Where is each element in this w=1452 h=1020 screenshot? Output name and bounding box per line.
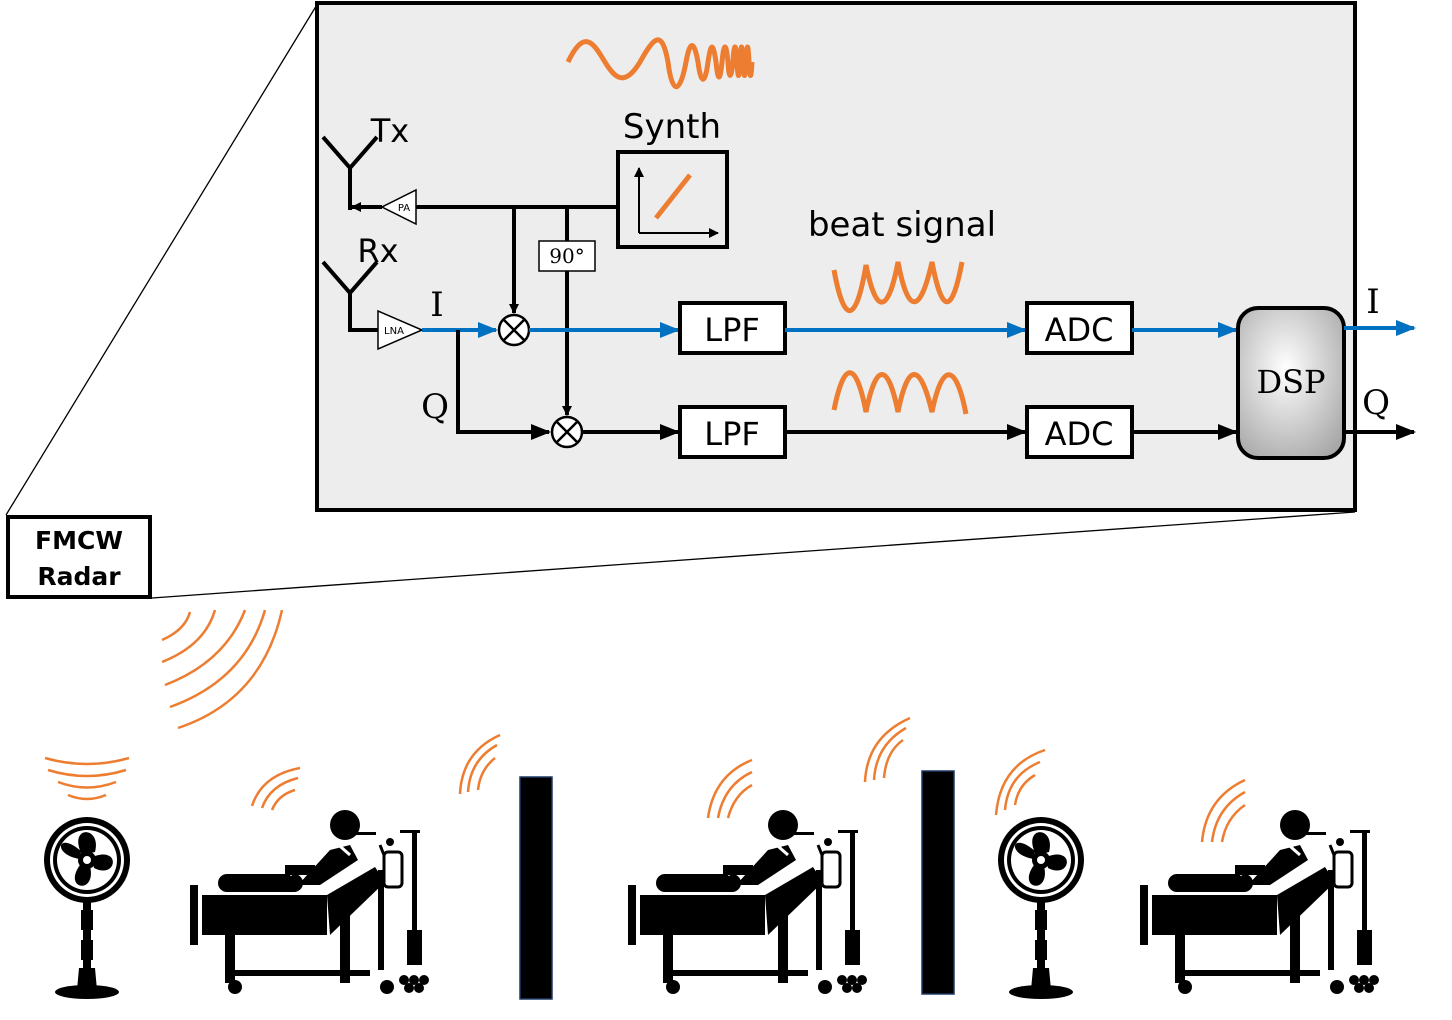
patient-wave-icon xyxy=(706,758,753,819)
lpf-i-box xyxy=(678,301,787,355)
patient-wave-icon xyxy=(1200,778,1246,843)
fan-icon xyxy=(998,817,1084,999)
q-label-in: Q xyxy=(421,387,449,427)
wall-wave-icon xyxy=(863,716,911,783)
i-mixer-cross xyxy=(502,318,526,342)
lpf-q-box xyxy=(678,405,787,459)
radar-wave-icon xyxy=(161,609,284,730)
fan-wave-icon xyxy=(44,756,130,801)
chirp-waveform xyxy=(565,37,755,89)
rx-label: Rx xyxy=(357,232,398,270)
wall-icon xyxy=(519,776,553,1000)
adc-q-label: ADC xyxy=(1045,415,1114,453)
q-label-out: Q xyxy=(1362,383,1390,423)
lpf-i-label: LPF xyxy=(704,311,760,349)
phase-label: 90° xyxy=(549,244,584,268)
lna-amplifier-icon xyxy=(377,309,424,351)
adc-i-box xyxy=(1025,301,1134,355)
synth-box xyxy=(616,150,729,249)
beat-signal-q-wave xyxy=(831,370,969,415)
fmcw-radar-label-line1: FMCW xyxy=(35,526,123,555)
rx-antenna-icon xyxy=(321,260,379,330)
lna-label: LNA xyxy=(384,326,404,337)
dsp-label: DSP xyxy=(1256,363,1325,401)
i-label-out: I xyxy=(1366,282,1379,322)
patient-bed-icon xyxy=(626,808,869,996)
fmcw-radar-label-line2: Radar xyxy=(37,562,121,591)
fmcw-radar-box xyxy=(6,515,152,599)
fan-icon xyxy=(44,817,130,999)
lna-to-q-mixer-arrow xyxy=(456,330,551,440)
zoom-line-top xyxy=(5,2,319,516)
wall-icon xyxy=(921,770,955,995)
q-mixer-cross xyxy=(555,420,579,444)
adc-i-label: ADC xyxy=(1045,311,1114,349)
wall-wave-icon xyxy=(458,733,501,795)
adc-q-box xyxy=(1025,405,1134,459)
pa-amplifier-icon xyxy=(380,188,417,226)
fan-wave-icon xyxy=(994,748,1046,816)
i-label-in: I xyxy=(430,285,443,325)
beat-signal-label: beat signal xyxy=(808,205,996,245)
patient-wave-icon xyxy=(250,766,301,811)
tx-antenna-icon xyxy=(321,135,379,210)
synth-ramp-icon xyxy=(654,173,692,220)
synth-label: Synth xyxy=(623,107,721,147)
zoom-line-bottom xyxy=(151,511,1356,599)
patient-bed-icon xyxy=(1138,808,1381,996)
transceiver-panel xyxy=(315,1,1357,512)
pa-label: PA xyxy=(398,203,410,214)
beat-signal-i-wave xyxy=(831,261,965,314)
tx-label: Tx xyxy=(370,112,409,150)
dsp-box xyxy=(1236,306,1346,460)
patient-bed-icon xyxy=(188,808,431,996)
lpf-q-label: LPF xyxy=(704,415,760,453)
